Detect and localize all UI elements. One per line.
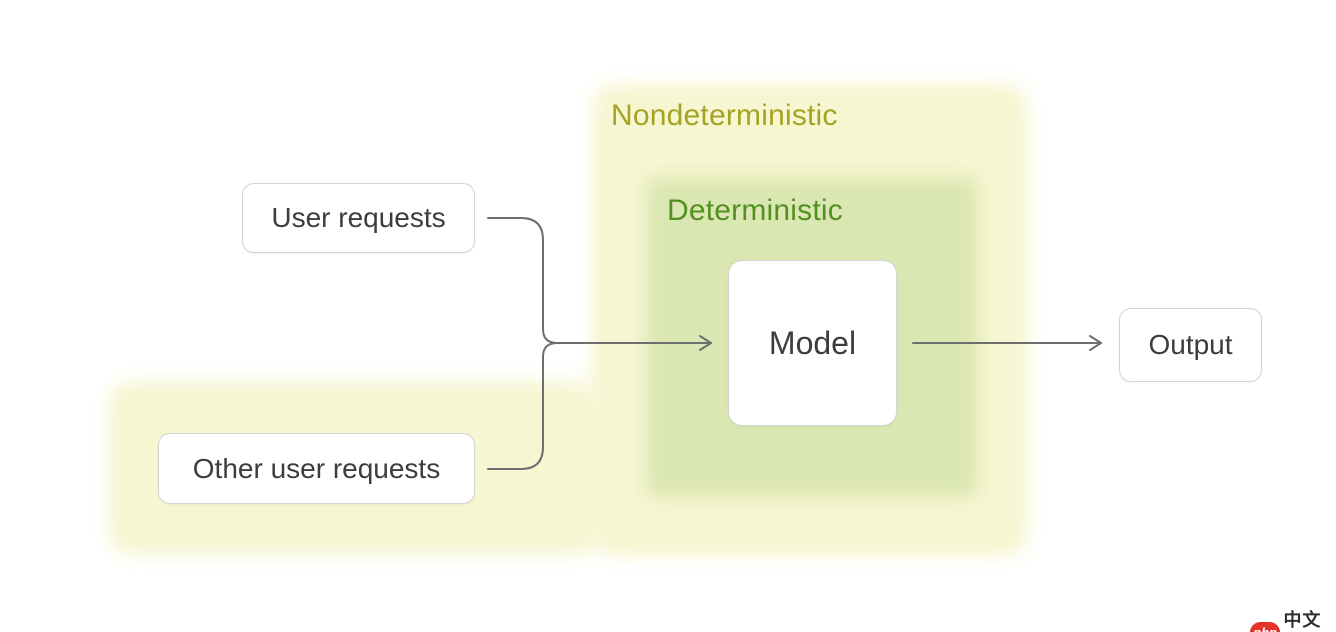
watermark: php 中文网 (1250, 606, 1336, 632)
user-requests-node: User requests (242, 183, 475, 253)
connector-user-requests-to-merge (487, 217, 558, 344)
watermark-site-text: 中文网 (1283, 610, 1322, 630)
model-label: Model (768, 324, 857, 361)
output-node: Output (1119, 308, 1262, 382)
deterministic-label: Deterministic (667, 194, 843, 227)
nondeterministic-label: Nondeterministic (611, 99, 838, 132)
model-node: Model (728, 260, 897, 426)
user-requests-label: User requests (271, 202, 446, 233)
other-user-requests-node: Other user requests (158, 433, 475, 504)
other-user-requests-label: Other user requests (192, 452, 441, 484)
php-logo-icon: php (1250, 621, 1281, 632)
output-label: Output (1148, 329, 1233, 360)
